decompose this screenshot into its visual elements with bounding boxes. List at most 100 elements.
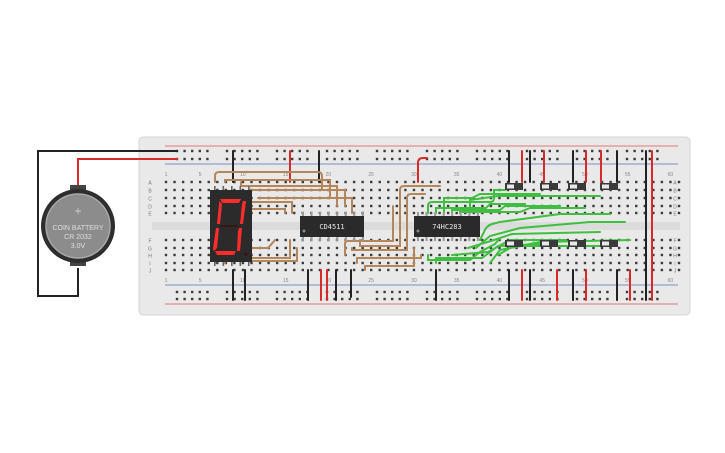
rail-hole[interactable] bbox=[441, 290, 444, 294]
rail-hole[interactable] bbox=[248, 297, 251, 301]
hole[interactable] bbox=[173, 211, 176, 215]
hole[interactable] bbox=[489, 246, 493, 250]
rail-hole[interactable] bbox=[641, 297, 644, 301]
hole[interactable] bbox=[404, 180, 407, 184]
hole[interactable] bbox=[370, 180, 373, 184]
hole[interactable] bbox=[558, 261, 561, 265]
hole[interactable] bbox=[489, 188, 493, 192]
hole[interactable] bbox=[515, 196, 518, 200]
rail-hole[interactable] bbox=[425, 290, 429, 294]
rail-hole[interactable] bbox=[383, 149, 386, 153]
hole[interactable] bbox=[387, 211, 390, 215]
hole[interactable] bbox=[361, 246, 364, 250]
hole[interactable] bbox=[643, 196, 646, 200]
hole[interactable] bbox=[267, 253, 270, 257]
battery-wire-red[interactable] bbox=[77, 158, 178, 186]
hole[interactable] bbox=[600, 204, 604, 208]
rail-hole[interactable] bbox=[591, 290, 594, 294]
hole[interactable] bbox=[241, 180, 245, 184]
hole[interactable] bbox=[617, 188, 621, 192]
hole[interactable] bbox=[378, 188, 381, 192]
rail-hole[interactable] bbox=[306, 157, 309, 161]
hole[interactable] bbox=[677, 246, 681, 250]
rail-hole[interactable] bbox=[291, 297, 294, 301]
rail-hole[interactable] bbox=[398, 157, 401, 161]
rail-hole[interactable] bbox=[483, 290, 486, 294]
hole[interactable] bbox=[660, 246, 664, 250]
brown-wire[interactable] bbox=[344, 205, 394, 256]
hole[interactable] bbox=[481, 188, 484, 192]
rail-hole[interactable] bbox=[491, 149, 494, 153]
hole[interactable] bbox=[181, 238, 185, 242]
hole[interactable] bbox=[541, 211, 544, 215]
hole[interactable] bbox=[464, 180, 467, 184]
rail-hole[interactable] bbox=[648, 297, 651, 301]
hole[interactable] bbox=[173, 196, 176, 200]
rail-hole[interactable] bbox=[525, 157, 529, 161]
rail-hole[interactable] bbox=[191, 297, 194, 301]
hole[interactable] bbox=[361, 188, 364, 192]
hole[interactable] bbox=[173, 253, 176, 257]
hole[interactable] bbox=[532, 196, 535, 200]
hole[interactable] bbox=[258, 268, 262, 272]
rail-hole[interactable] bbox=[625, 157, 629, 161]
rail-hole[interactable] bbox=[641, 290, 644, 294]
brown-wire[interactable] bbox=[351, 193, 426, 251]
hole[interactable] bbox=[267, 261, 270, 265]
hole[interactable] bbox=[378, 204, 381, 208]
hole[interactable] bbox=[378, 253, 381, 257]
hole[interactable] bbox=[609, 261, 612, 265]
hole[interactable] bbox=[301, 253, 304, 257]
rail-hole[interactable] bbox=[533, 157, 536, 161]
hole[interactable] bbox=[549, 253, 552, 257]
hole[interactable] bbox=[669, 253, 672, 257]
hole[interactable] bbox=[472, 180, 475, 184]
hole[interactable] bbox=[310, 180, 313, 184]
hole[interactable] bbox=[609, 196, 612, 200]
hole[interactable] bbox=[190, 238, 193, 242]
hole[interactable] bbox=[199, 268, 202, 272]
hole[interactable] bbox=[523, 246, 527, 250]
hole[interactable] bbox=[352, 188, 356, 192]
hole[interactable] bbox=[173, 238, 176, 242]
hole[interactable] bbox=[258, 261, 262, 265]
rail-hole[interactable] bbox=[598, 149, 601, 153]
hole[interactable] bbox=[293, 268, 296, 272]
hole[interactable] bbox=[472, 253, 475, 257]
hole[interactable] bbox=[446, 204, 450, 208]
rail-hole[interactable] bbox=[598, 290, 601, 294]
rail-hole[interactable] bbox=[606, 290, 609, 294]
hole[interactable] bbox=[609, 211, 612, 215]
hole[interactable] bbox=[592, 188, 595, 192]
hole[interactable] bbox=[438, 204, 441, 208]
hole[interactable] bbox=[592, 261, 595, 265]
rail-hole[interactable] bbox=[656, 297, 659, 301]
hole[interactable] bbox=[284, 268, 287, 272]
rail-hole[interactable] bbox=[433, 297, 436, 301]
hole[interactable] bbox=[438, 268, 441, 272]
rail-hole[interactable] bbox=[191, 157, 194, 161]
hole[interactable] bbox=[258, 253, 262, 257]
slide-switch[interactable] bbox=[505, 240, 523, 247]
hole[interactable] bbox=[164, 246, 168, 250]
hole[interactable] bbox=[233, 268, 236, 272]
rail-hole[interactable] bbox=[633, 297, 636, 301]
rail-hole[interactable] bbox=[591, 157, 594, 161]
hole[interactable] bbox=[583, 204, 587, 208]
rail-hole[interactable] bbox=[291, 290, 294, 294]
hole[interactable] bbox=[275, 261, 279, 265]
hole[interactable] bbox=[549, 211, 552, 215]
hole[interactable] bbox=[652, 261, 655, 265]
rail-hole[interactable] bbox=[641, 149, 644, 153]
rail-hole[interactable] bbox=[498, 290, 501, 294]
hole[interactable] bbox=[429, 196, 433, 200]
hole[interactable] bbox=[370, 204, 373, 208]
hole[interactable] bbox=[600, 261, 604, 265]
rail-hole[interactable] bbox=[241, 157, 244, 161]
hole[interactable] bbox=[481, 238, 484, 242]
hole[interactable] bbox=[370, 253, 373, 257]
rail-hole[interactable] bbox=[298, 149, 301, 153]
switch-lever[interactable] bbox=[507, 184, 514, 189]
hole[interactable] bbox=[575, 268, 578, 272]
hole[interactable] bbox=[293, 253, 296, 257]
